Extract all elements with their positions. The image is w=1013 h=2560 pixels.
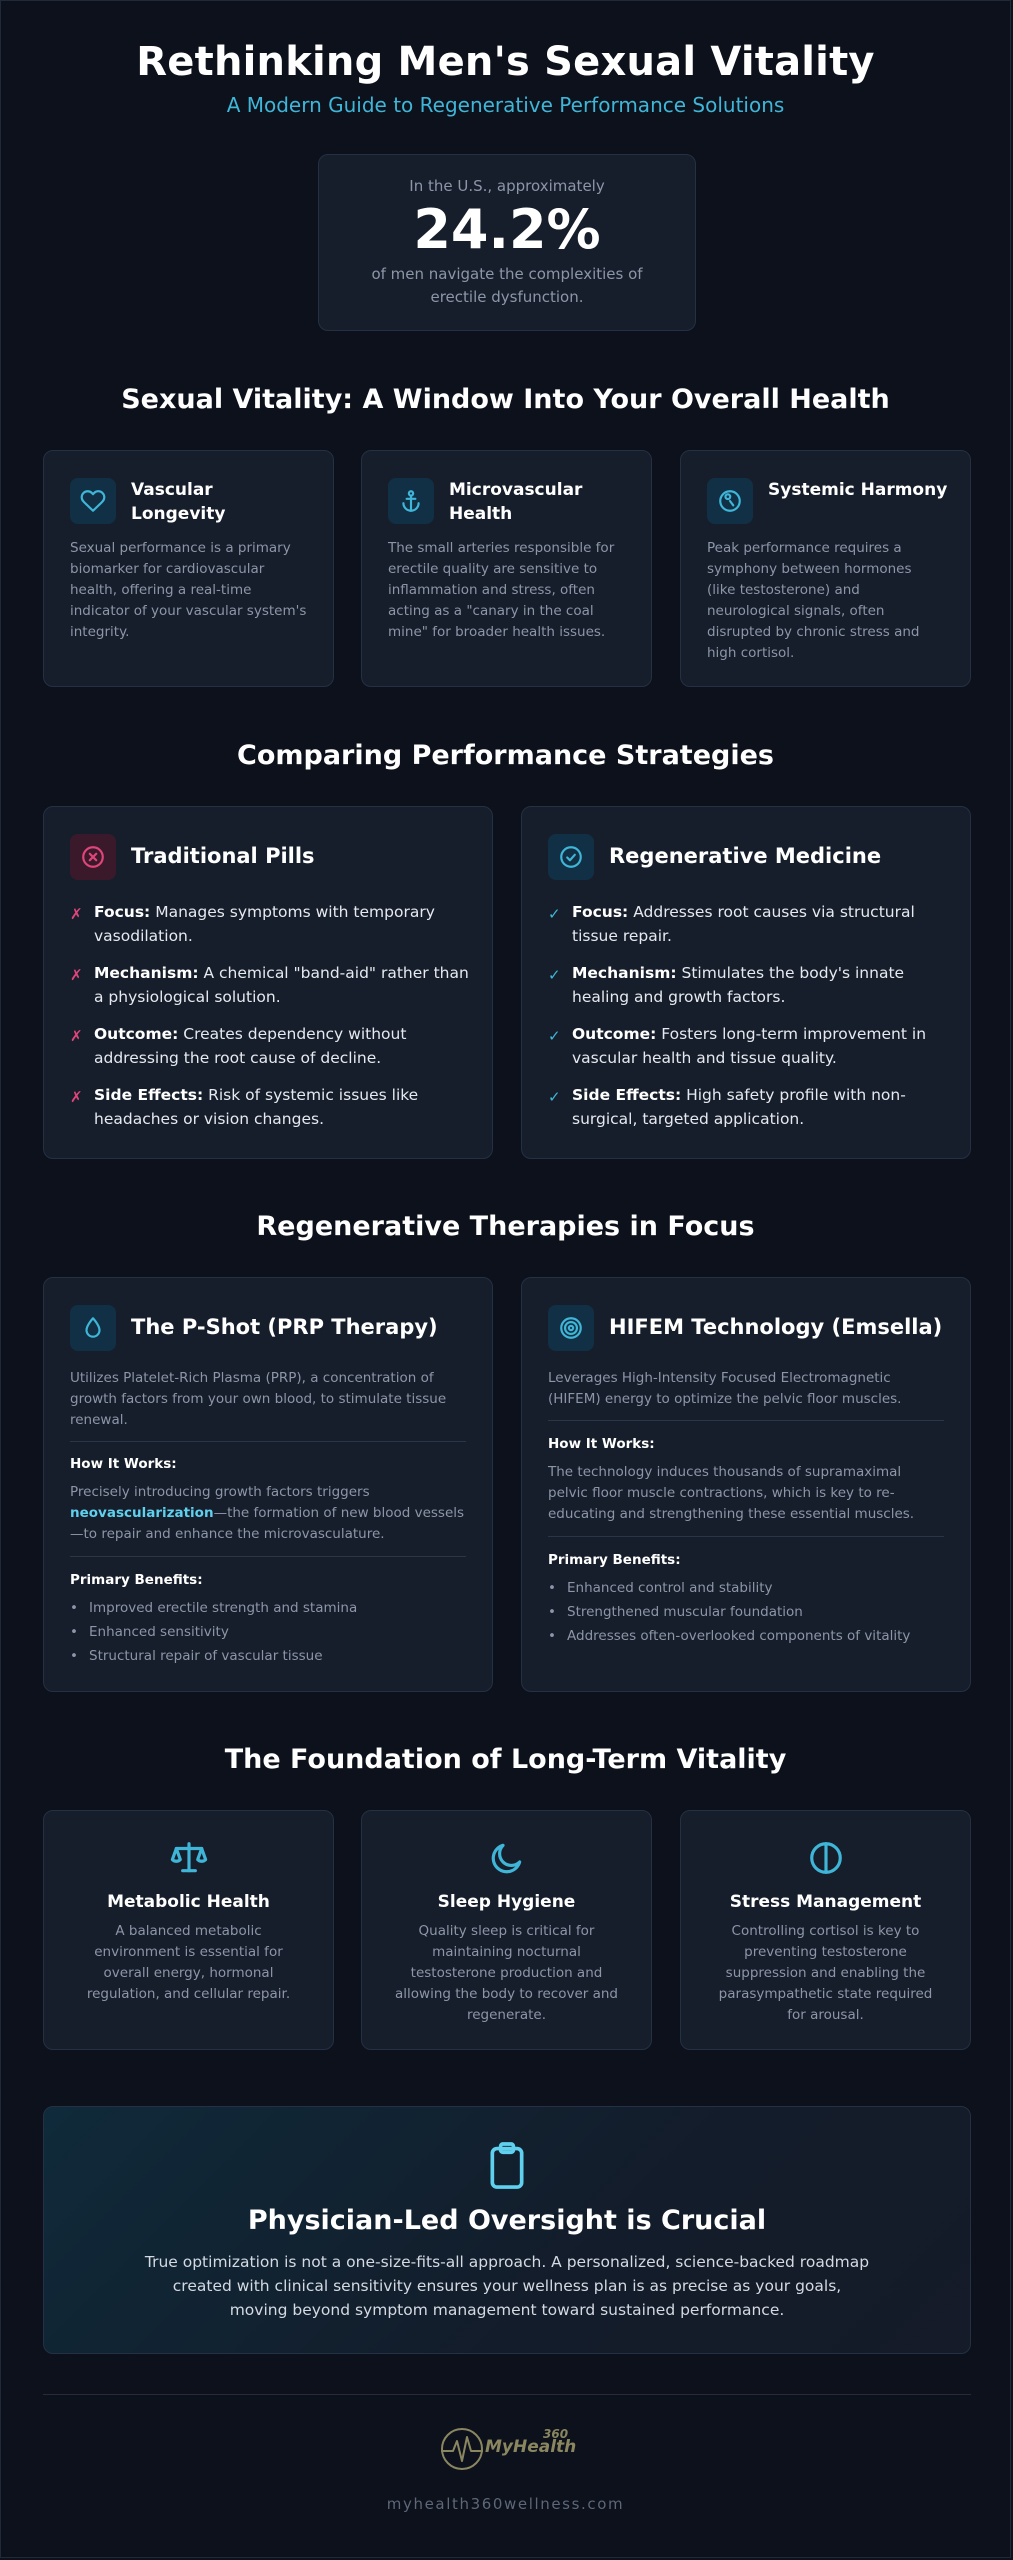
foundation-card-stress: Stress Management Controlling cortisol i… bbox=[680, 1810, 971, 2050]
logo-superscript: 360 bbox=[543, 2427, 569, 2441]
hifem-card: HIFEM Technology (Emsella) Leverages Hig… bbox=[521, 1277, 971, 1692]
section-title-compare: Comparing Performance Strategies bbox=[237, 740, 774, 771]
brand-logo: MyHealth 360 bbox=[439, 2421, 579, 2475]
check-circle-icon bbox=[548, 834, 594, 880]
health-card-title: Systemic Harmony bbox=[768, 480, 948, 500]
traditional-pills-card: Traditional Pills ✗Focus: Manages sympto… bbox=[43, 806, 493, 1159]
pshot-card: The P-Shot (PRP Therapy) Utilizes Platel… bbox=[43, 1277, 493, 1692]
foundation-card-title: Metabolic Health bbox=[107, 1892, 270, 1912]
section-title-therapies: Regenerative Therapies in Focus bbox=[256, 1211, 755, 1242]
hifem-how-label: How It Works: bbox=[548, 1436, 655, 1452]
hifem-benefits-list: Enhanced control and stability Strengthe… bbox=[548, 1576, 910, 1648]
oversight-title: Physician-Led Oversight is Crucial bbox=[247, 2205, 767, 2236]
footer-website: myhealth360wellness.com bbox=[386, 2495, 625, 2513]
clock-icon bbox=[707, 478, 753, 524]
clipboard-icon bbox=[44, 2141, 970, 2191]
statistic-value: 24.2% bbox=[413, 198, 601, 261]
check-mark-icon: ✓ bbox=[548, 905, 561, 923]
x-mark-icon: ✗ bbox=[70, 905, 83, 923]
hifem-how-text: The technology induces thousands of supr… bbox=[548, 1464, 915, 1522]
hifem-title: HIFEM Technology (Emsella) bbox=[609, 1315, 943, 1339]
list-item: Enhanced control and stability bbox=[548, 1576, 910, 1600]
target-icon bbox=[548, 1305, 594, 1351]
check-mark-icon: ✓ bbox=[548, 1027, 561, 1045]
health-card-text: Sexual performance is a primary biomarke… bbox=[70, 540, 307, 640]
page-title: Rethinking Men's Sexual Vitality bbox=[136, 39, 875, 85]
check-mark-icon: ✓ bbox=[548, 1088, 561, 1106]
scale-icon bbox=[44, 1839, 333, 1877]
foundation-card-metabolic: Metabolic Health A balanced metabolic en… bbox=[43, 1810, 334, 2050]
foundation-card-text: A balanced metabolic environment is esse… bbox=[86, 1923, 291, 2002]
list-item: Improved erectile strength and stamina bbox=[70, 1596, 357, 1620]
health-card-vascular: Vascular Longevity Sexual performance is… bbox=[43, 450, 334, 687]
section-title-window: Sexual Vitality: A Window Into Your Over… bbox=[121, 384, 890, 415]
footer-divider bbox=[43, 2394, 971, 2395]
health-card-systemic: Systemic Harmony Peak performance requir… bbox=[680, 450, 971, 687]
balance-circle-icon bbox=[681, 1839, 970, 1877]
logo-mark-icon bbox=[441, 2428, 483, 2470]
list-item: Strengthened muscular foundation bbox=[548, 1600, 910, 1624]
pshot-title: The P-Shot (PRP Therapy) bbox=[131, 1315, 438, 1339]
regenerative-medicine-list: ✓Focus: Addresses root causes via struct… bbox=[548, 900, 950, 1144]
x-mark-icon: ✗ bbox=[70, 1088, 83, 1106]
list-item: ✓Mechanism: Stimulates the body's innate… bbox=[548, 964, 905, 1006]
regenerative-medicine-card: Regenerative Medicine ✓Focus: Addresses … bbox=[521, 806, 971, 1159]
section-title-foundation: The Foundation of Long-Term Vitality bbox=[224, 1744, 787, 1775]
health-card-title: Vascular Longevity bbox=[131, 480, 226, 524]
close-circle-icon bbox=[70, 834, 116, 880]
list-item: ✗Focus: Manages symptoms with temporary … bbox=[70, 903, 435, 945]
x-mark-icon: ✗ bbox=[70, 1027, 83, 1045]
moon-icon bbox=[362, 1839, 651, 1877]
foundation-card-sleep: Sleep Hygiene Quality sleep is critical … bbox=[361, 1810, 652, 2050]
page-subtitle: A Modern Guide to Regenerative Performan… bbox=[226, 93, 785, 117]
list-item: Addresses often-overlooked components of… bbox=[548, 1624, 910, 1648]
pshot-benefits-list: Improved erectile strength and stamina E… bbox=[70, 1596, 357, 1668]
anchor-icon bbox=[388, 478, 434, 524]
health-card-title: Microvascular Health bbox=[449, 480, 583, 524]
traditional-pills-list: ✗Focus: Manages symptoms with temporary … bbox=[70, 900, 472, 1144]
heart-icon bbox=[70, 478, 116, 524]
statistic-intro: In the U.S., approximately bbox=[409, 177, 605, 195]
foundation-card-title: Stress Management bbox=[729, 1892, 922, 1912]
logo-text: MyHealth bbox=[485, 2437, 577, 2457]
traditional-pills-title: Traditional Pills bbox=[131, 844, 315, 868]
divider bbox=[70, 1441, 466, 1442]
health-card-text: Peak performance requires a symphony bet… bbox=[707, 540, 920, 661]
divider bbox=[548, 1536, 944, 1537]
list-item: ✓Outcome: Fosters long-term improvement … bbox=[548, 1025, 927, 1067]
hifem-benefits-label: Primary Benefits: bbox=[548, 1552, 681, 1568]
divider bbox=[548, 1420, 944, 1421]
statistic-caption: of men navigate the complexities of erec… bbox=[371, 265, 643, 306]
list-item: ✓Focus: Addresses root causes via struct… bbox=[548, 903, 915, 945]
foundation-card-title: Sleep Hygiene bbox=[437, 1892, 576, 1912]
physician-oversight-banner: Physician-Led Oversight is Crucial True … bbox=[43, 2106, 971, 2354]
pshot-intro: Utilizes Platelet-Rich Plasma (PRP), a c… bbox=[70, 1370, 447, 1428]
pshot-benefits-label: Primary Benefits: bbox=[70, 1572, 203, 1588]
list-item: ✗Outcome: Creates dependency without add… bbox=[70, 1025, 407, 1067]
x-mark-icon: ✗ bbox=[70, 966, 83, 984]
list-item: Structural repair of vascular tissue bbox=[70, 1644, 357, 1668]
statistic-card: In the U.S., approximately 24.2% of men … bbox=[318, 154, 696, 331]
foundation-card-text: Controlling cortisol is key to preventin… bbox=[718, 1923, 933, 2023]
divider bbox=[70, 1556, 466, 1557]
health-card-text: The small arteries responsible for erect… bbox=[388, 540, 615, 640]
check-mark-icon: ✓ bbox=[548, 966, 561, 984]
hifem-intro: Leverages High-Intensity Focused Electro… bbox=[548, 1370, 902, 1407]
list-item: ✓Side Effects: High safety profile with … bbox=[548, 1086, 906, 1128]
foundation-card-text: Quality sleep is critical for maintainin… bbox=[395, 1923, 618, 2023]
list-item: ✗Mechanism: A chemical "band-aid" rather… bbox=[70, 964, 469, 1006]
list-item: ✗Side Effects: Risk of systemic issues l… bbox=[70, 1086, 419, 1128]
pshot-how-label: How It Works: bbox=[70, 1456, 177, 1472]
list-item: Enhanced sensitivity bbox=[70, 1620, 357, 1644]
oversight-text: True optimization is not a one-size-fits… bbox=[144, 2253, 870, 2319]
regenerative-medicine-title: Regenerative Medicine bbox=[609, 844, 882, 868]
health-card-microvascular: Microvascular Health The small arteries … bbox=[361, 450, 652, 687]
droplet-icon bbox=[70, 1305, 116, 1351]
pshot-how-text: Precisely introducing growth factors tri… bbox=[70, 1484, 465, 1542]
